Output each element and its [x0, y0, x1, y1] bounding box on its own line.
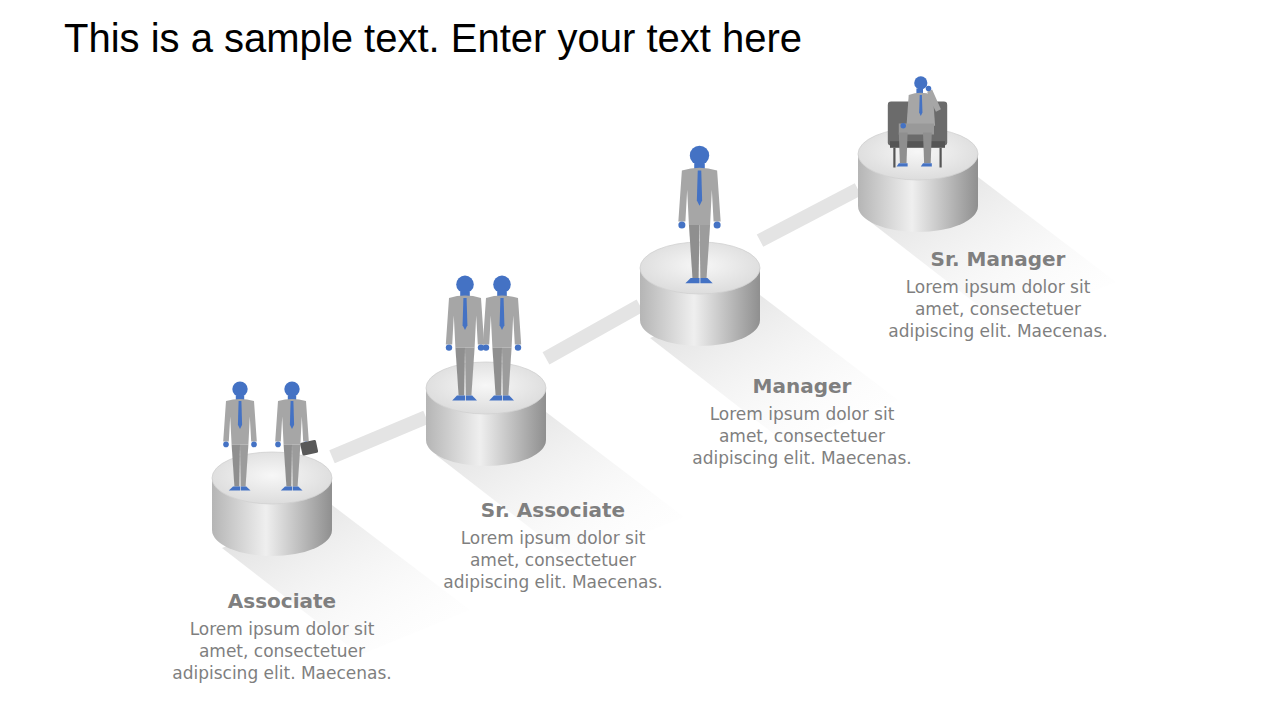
level-description: Lorem ipsum dolor sit amet, consectetuer… — [883, 276, 1113, 342]
person-figure — [678, 146, 720, 283]
cylinder-top — [426, 362, 546, 414]
person-figure — [223, 381, 257, 490]
level-description: Lorem ipsum dolor sit amet, consectetuer… — [687, 403, 917, 469]
level-heading: Manager — [687, 373, 917, 399]
person-figure — [888, 76, 947, 167]
level-heading: Sr. Manager — [883, 246, 1113, 272]
connector-band — [760, 189, 858, 240]
briefcase — [300, 440, 318, 456]
platform-label: ManagerLorem ipsum dolor sit amet, conse… — [687, 373, 917, 469]
platform-node: AssociateLorem ipsum dolor sit amet, con… — [212, 375, 332, 558]
platform-label: Sr. ManagerLorem ipsum dolor sit amet, c… — [883, 246, 1113, 342]
level-description: Lorem ipsum dolor sit amet, consectetuer… — [167, 618, 397, 684]
platform-drawing — [426, 272, 546, 468]
level-heading: Sr. Associate — [438, 497, 668, 523]
platform-drawing — [640, 142, 760, 348]
platform-node: Sr. ManagerLorem ipsum dolor sit amet, c… — [858, 70, 978, 234]
connector-band — [546, 306, 640, 359]
platform-label: Sr. AssociateLorem ipsum dolor sit amet,… — [438, 497, 668, 593]
platform-drawing — [858, 70, 978, 234]
page-title: This is a sample text. Enter your text h… — [64, 16, 802, 61]
level-description: Lorem ipsum dolor sit amet, consectetuer… — [438, 527, 668, 593]
platform-node: Sr. AssociateLorem ipsum dolor sit amet,… — [426, 272, 546, 468]
person-figure — [483, 276, 521, 401]
cylinder-top — [212, 452, 332, 504]
platform-drawing — [212, 375, 332, 558]
connector-band — [332, 417, 426, 457]
person-figure — [275, 381, 309, 490]
platform-label: AssociateLorem ipsum dolor sit amet, con… — [167, 588, 397, 684]
platform-node: ManagerLorem ipsum dolor sit amet, conse… — [640, 142, 760, 348]
person-figure — [446, 276, 484, 401]
level-heading: Associate — [167, 588, 397, 614]
